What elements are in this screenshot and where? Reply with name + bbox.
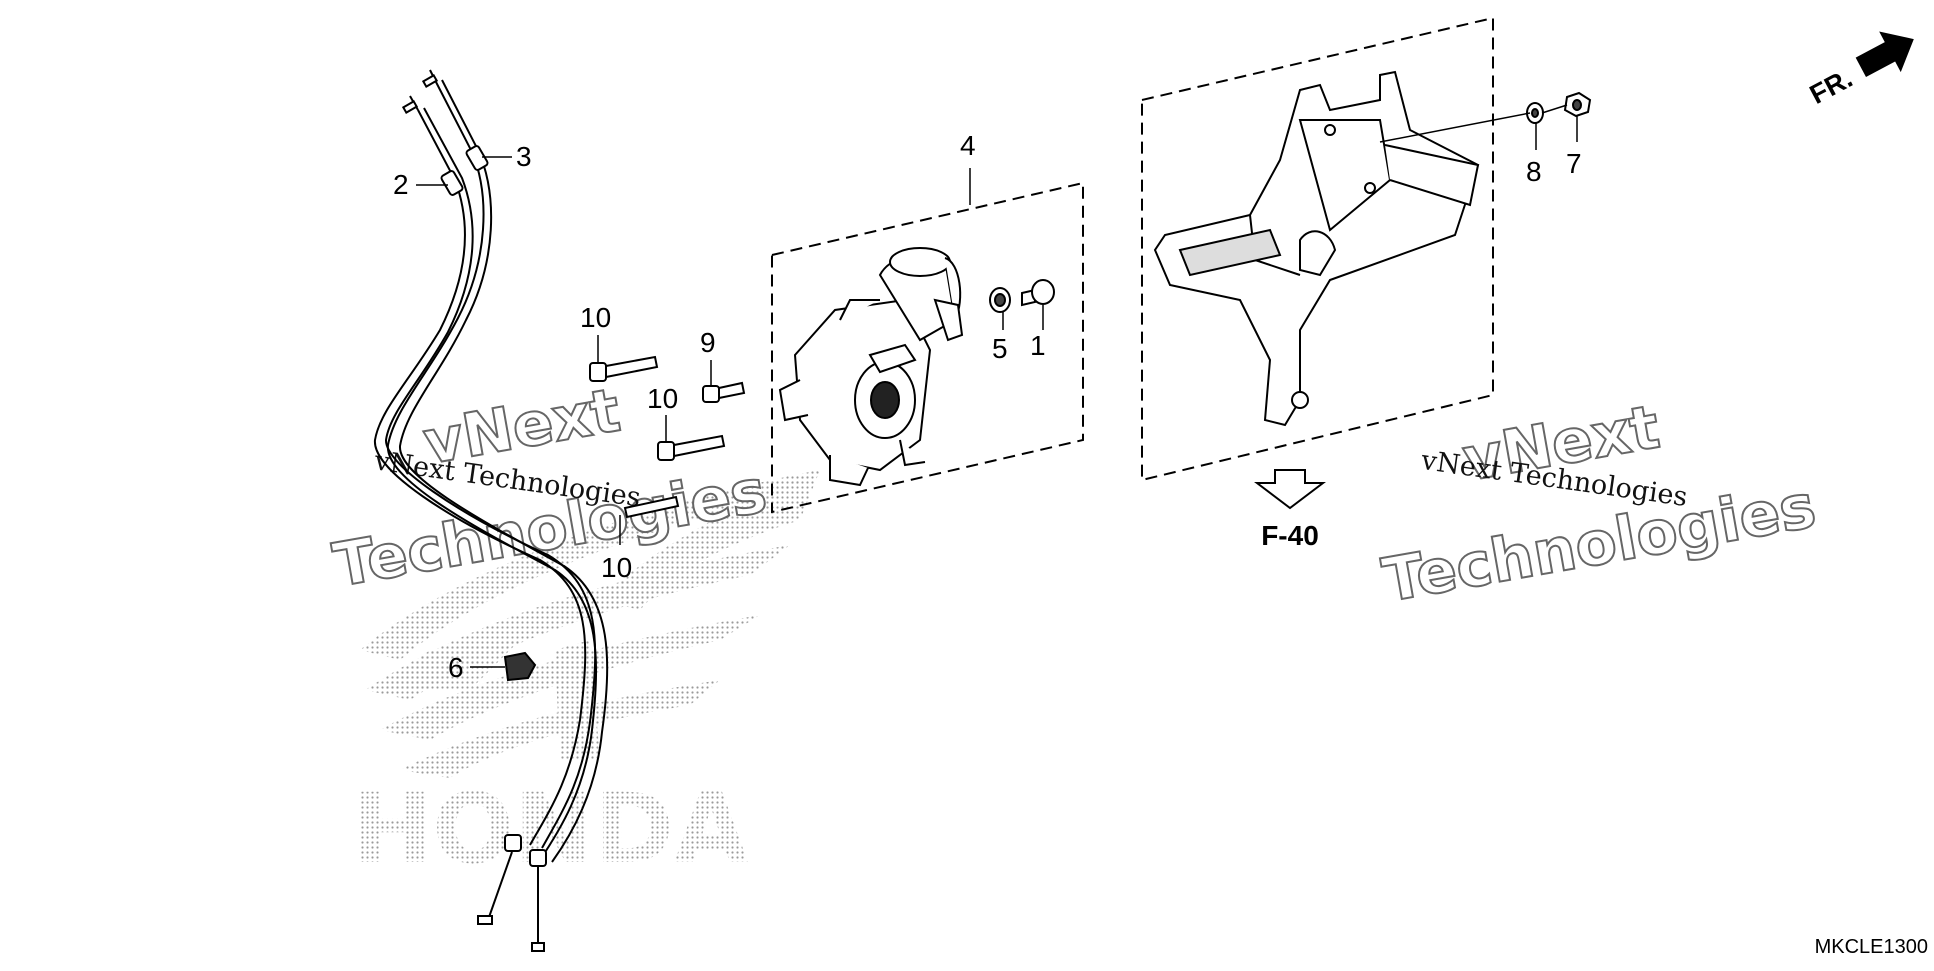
callout-2: 2 [393, 169, 409, 200]
callout-3: 3 [516, 141, 532, 172]
watermark-right: vNext Technologies [1377, 391, 1822, 617]
assembly-box-part-4 [771, 181, 1084, 514]
diagram-code: MKCLE1300 [1815, 936, 1928, 958]
bolts [589, 355, 746, 519]
front-direction-arrow-icon: FR. [1805, 31, 1914, 110]
callout-8: 8 [1526, 156, 1542, 187]
callout-10-top: 10 [580, 302, 611, 333]
callout-5: 5 [992, 333, 1008, 364]
callout-10-middle: 10 [647, 383, 678, 414]
leader-lines [416, 104, 1578, 545]
callout-1: 1 [1030, 330, 1046, 361]
honda-brand-watermark: HONDA [352, 773, 748, 885]
callout-9: 9 [700, 327, 716, 358]
throttle-motor-unit [778, 247, 964, 487]
bracket-box [1141, 16, 1494, 482]
callout-10-bottom: 10 [601, 552, 632, 583]
washer-part-8 [1526, 102, 1544, 124]
throttle-cables [373, 79, 609, 863]
honda-wing-watermark [360, 470, 820, 778]
reference-down-arrow-icon [1254, 469, 1326, 510]
nut-part-7 [1563, 91, 1592, 118]
cable-ends [401, 69, 547, 952]
nut-part-5 [989, 287, 1011, 313]
direction-label: FR. [1805, 63, 1857, 110]
grommet-part-6 [470, 651, 537, 682]
callout-6: 6 [448, 652, 464, 683]
reference-label[interactable]: F-40 [1261, 520, 1319, 551]
screw-part-1 [1021, 279, 1055, 307]
callout-4: 4 [960, 130, 976, 161]
callout-7: 7 [1566, 148, 1582, 179]
mounting-bracket [1153, 70, 1480, 427]
